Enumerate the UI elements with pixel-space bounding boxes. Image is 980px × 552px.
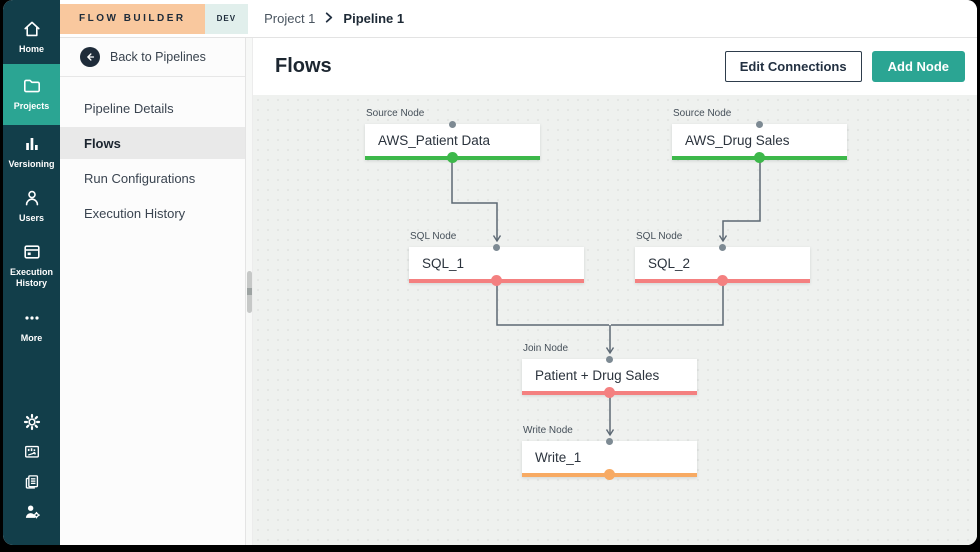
ellipsis-icon — [22, 308, 42, 328]
flow-node-sql-1: SQL Node SQL_1 — [409, 231, 584, 286]
header-actions: Edit Connections Add Node — [724, 51, 965, 82]
sidebar-item-projects[interactable]: Projects — [3, 64, 60, 125]
sidebar-item-label: Execution History — [9, 267, 53, 289]
node-type-label: SQL Node — [636, 231, 683, 242]
node-name: SQL_2 — [648, 255, 691, 271]
node-type-label: Write Node — [523, 425, 573, 436]
input-port[interactable] — [449, 120, 456, 128]
page-title: Flows — [275, 55, 332, 77]
bar-chart-icon — [22, 134, 42, 154]
flow-node-join: Join Node Patient + Drug Sales — [522, 343, 697, 398]
pipeline-sidebar: Back to Pipelines Pipeline Details Flows… — [60, 38, 246, 545]
top-bar: FLOW BUILDER DEV Project 1 Pipeline 1 — [60, 0, 977, 38]
flow-node-sql-2: SQL Node SQL_2 — [635, 231, 810, 286]
edit-connections-button[interactable]: Edit Connections — [724, 51, 862, 82]
node-name: SQL_1 — [422, 255, 465, 271]
node-box[interactable]: Patient + Drug Sales — [522, 355, 697, 398]
node-box[interactable]: AWS_Drug Sales — [672, 120, 847, 163]
node-name: Patient + Drug Sales — [535, 367, 660, 383]
output-port[interactable] — [717, 275, 728, 286]
menu-item-run-configurations[interactable]: Run Configurations — [84, 170, 196, 186]
folder-icon — [22, 76, 42, 96]
input-port[interactable] — [606, 355, 613, 363]
input-port[interactable] — [719, 243, 726, 251]
menu-item-execution-history[interactable]: Execution History — [84, 205, 186, 221]
sidebar-item-label: Projects — [13, 101, 50, 112]
output-port[interactable] — [754, 152, 765, 163]
app-title-badge: FLOW BUILDER — [60, 4, 205, 34]
flows-header: Flows Edit Connections Add Node — [253, 38, 977, 95]
breadcrumb: Project 1 Pipeline 1 — [264, 11, 404, 26]
history-card-icon — [22, 242, 42, 262]
node-name: Write_1 — [535, 449, 582, 465]
output-port[interactable] — [604, 387, 615, 398]
main-content: Flows Edit Connections Add Node — [253, 38, 977, 545]
node-name: AWS_Drug Sales — [685, 132, 790, 148]
sidebar-footer — [3, 413, 60, 545]
back-label: Back to Pipelines — [110, 50, 206, 64]
sidebar-item-label: Versioning — [8, 158, 55, 169]
documents-icon[interactable] — [23, 473, 41, 491]
icon-sidebar: Home Projects Versioning Users Execution… — [3, 0, 60, 545]
connection-drugsales-to-sql2 — [718, 161, 761, 243]
node-box[interactable]: SQL_1 — [409, 243, 584, 286]
node-box[interactable]: AWS_Patient Data — [365, 120, 540, 163]
output-port[interactable] — [491, 275, 502, 286]
connection-patient-to-sql1 — [451, 161, 502, 243]
sidebar-item-label: Home — [18, 44, 44, 54]
user-icon — [22, 188, 42, 208]
menu-item-flows[interactable]: Flows — [60, 127, 245, 159]
add-node-button[interactable]: Add Node — [871, 51, 965, 82]
home-icon — [22, 19, 42, 39]
node-box[interactable]: SQL_2 — [635, 243, 810, 286]
node-type-label: SQL Node — [410, 231, 457, 242]
flow-canvas[interactable]: Source Node AWS_Patient Data Source Node… — [253, 95, 977, 545]
input-port[interactable] — [493, 243, 500, 251]
pipeline-menu: Pipeline Details Flows Run Configuration… — [60, 77, 245, 232]
sidebar-item-execution-history[interactable]: Execution History — [3, 233, 60, 299]
sidebar-item-users[interactable]: Users — [3, 179, 60, 233]
connection-lines — [451, 161, 761, 437]
node-type-label: Join Node — [523, 343, 569, 354]
chevron-right-icon — [324, 11, 334, 26]
environment-badge: DEV — [204, 4, 249, 34]
connection-sql2-to-join — [611, 285, 724, 326]
sidebar-item-more[interactable]: More — [3, 299, 60, 353]
scrollbar-thumb[interactable] — [247, 271, 252, 313]
breadcrumb-pipeline: Pipeline 1 — [343, 11, 405, 26]
input-port[interactable] — [756, 120, 763, 128]
node-name: AWS_Patient Data — [378, 132, 491, 148]
breadcrumb-project[interactable]: Project 1 — [264, 11, 316, 26]
metrics-icon[interactable] — [23, 443, 41, 461]
output-port[interactable] — [447, 152, 458, 163]
app-window: Home Projects Versioning Users Execution… — [3, 0, 977, 545]
gear-icon[interactable] — [23, 413, 41, 431]
connection-sql1-to-join — [496, 285, 609, 326]
sidebar-item-home[interactable]: Home — [3, 10, 60, 64]
input-port[interactable] — [606, 437, 613, 445]
menu-item-pipeline-details[interactable]: Pipeline Details — [84, 100, 174, 116]
sidebar-item-versioning[interactable]: Versioning — [3, 125, 60, 179]
node-box[interactable]: Write_1 — [522, 437, 697, 480]
arrow-left-icon — [80, 47, 100, 67]
node-type-label: Source Node — [673, 108, 732, 119]
sidebar-item-label: Users — [18, 212, 45, 223]
output-port[interactable] — [604, 469, 615, 480]
back-to-pipelines-button[interactable]: Back to Pipelines — [60, 38, 245, 77]
user-settings-icon[interactable] — [23, 503, 41, 521]
sidebar-divider — [246, 38, 253, 545]
sidebar-item-label: More — [20, 332, 43, 343]
flow-node-aws-patient-data: Source Node AWS_Patient Data — [365, 108, 540, 163]
node-type-label: Source Node — [366, 108, 425, 119]
flow-node-aws-drug-sales: Source Node AWS_Drug Sales — [672, 108, 847, 163]
flow-node-write-1: Write Node Write_1 — [522, 425, 697, 480]
